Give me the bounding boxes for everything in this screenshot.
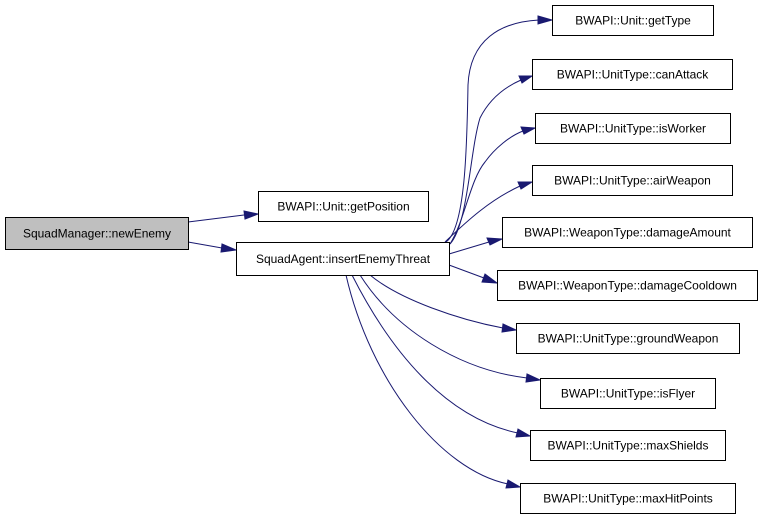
edge-n2-to-n8 — [448, 264, 499, 284]
node-label: BWAPI::UnitType::maxShields — [548, 439, 709, 453]
edge-n2-to-n9 — [369, 274, 518, 333]
node-box — [516, 323, 740, 354]
edge-line — [187, 214, 245, 223]
node-box — [552, 5, 714, 36]
edge-arrowhead — [501, 323, 518, 333]
edge-arrowhead — [243, 210, 260, 220]
edge-line — [369, 274, 504, 329]
edge-arrowhead — [505, 479, 522, 489]
node-label: BWAPI::WeaponType::damageAmount — [524, 226, 731, 240]
edge-n2-to-n3 — [445, 15, 554, 243]
edge-n0-to-n1 — [187, 210, 260, 223]
node-box — [540, 378, 716, 409]
function-node[interactable]: BWAPI::Unit::getType — [552, 5, 714, 36]
node-box — [258, 191, 429, 222]
edge-n2-to-n6 — [444, 181, 534, 243]
edge-n2-to-n7 — [448, 237, 504, 255]
function-node[interactable]: BWAPI::UnitType::maxHitPoints — [520, 483, 736, 514]
edge-line — [448, 241, 490, 255]
edge-n2-to-n12 — [345, 274, 522, 489]
edge-line — [187, 241, 223, 249]
function-node[interactable]: BWAPI::UnitType::maxShields — [530, 430, 726, 461]
edge-line — [448, 264, 485, 279]
node-box — [502, 217, 753, 248]
node-box — [520, 483, 736, 514]
node-label: BWAPI::UnitType::groundWeapon — [538, 332, 719, 346]
edge-line — [351, 274, 519, 434]
node-label: SquadManager::newEnemy — [23, 227, 171, 241]
edge-line — [449, 130, 524, 245]
edge-arrowhead — [520, 126, 537, 135]
node-label: BWAPI::UnitType::isWorker — [560, 122, 706, 136]
edge-arrowhead — [518, 75, 534, 84]
node-box — [5, 217, 189, 250]
node-box — [535, 113, 731, 144]
node-box — [530, 430, 726, 461]
node-label: BWAPI::UnitType::canAttack — [557, 68, 710, 82]
node-box — [532, 165, 733, 196]
node-label: BWAPI::UnitType::isFlyer — [561, 387, 695, 401]
function-node[interactable]: BWAPI::UnitType::isFlyer — [540, 378, 716, 409]
edge-n2-to-n11 — [351, 274, 532, 438]
function-node[interactable]: SquadAgent::insertEnemyThreat — [236, 242, 450, 276]
edge-line — [445, 19, 540, 243]
edge-arrowhead — [537, 15, 554, 25]
node-label: BWAPI::UnitType::airWeapon — [554, 174, 711, 188]
edges-layer — [187, 15, 554, 489]
edge-n2-to-n5 — [449, 126, 537, 245]
node-label: BWAPI::Unit::getType — [575, 14, 691, 28]
edge-arrowhead — [525, 373, 542, 383]
function-node[interactable]: BWAPI::UnitType::isWorker — [535, 113, 731, 144]
function-node[interactable]: BWAPI::UnitType::airWeapon — [532, 165, 733, 196]
edge-arrowhead — [220, 243, 238, 253]
edge-arrowhead — [515, 428, 532, 438]
function-node[interactable]: BWAPI::WeaponType::damageAmount — [502, 217, 753, 248]
edge-arrowhead — [517, 181, 534, 190]
edge-n2-to-n10 — [359, 274, 542, 383]
function-node[interactable]: BWAPI::Unit::getPosition — [258, 191, 429, 222]
node-box — [497, 270, 758, 301]
edge-arrowhead — [486, 237, 504, 246]
node-label: BWAPI::Unit::getPosition — [277, 200, 409, 214]
function-node[interactable]: BWAPI::UnitType::groundWeapon — [516, 323, 740, 354]
node-box — [532, 59, 733, 90]
node-label: SquadAgent::insertEnemyThreat — [256, 252, 431, 266]
function-node[interactable]: BWAPI::UnitType::canAttack — [532, 59, 733, 90]
node-label: BWAPI::UnitType::maxHitPoints — [543, 492, 713, 506]
node-box — [236, 242, 450, 276]
edge-n0-to-n2 — [187, 241, 238, 253]
edge-line — [345, 274, 509, 485]
nodes-layer: SquadManager::newEnemy BWAPI::Unit::getPo… — [5, 5, 758, 514]
edge-line — [444, 185, 521, 243]
edge-line — [359, 274, 528, 379]
node-label: BWAPI::WeaponType::damageCooldown — [518, 279, 737, 293]
edge-arrowhead — [481, 273, 499, 284]
root-function-node[interactable]: SquadManager::newEnemy — [5, 217, 189, 250]
function-node[interactable]: BWAPI::WeaponType::damageCooldown — [497, 270, 758, 301]
